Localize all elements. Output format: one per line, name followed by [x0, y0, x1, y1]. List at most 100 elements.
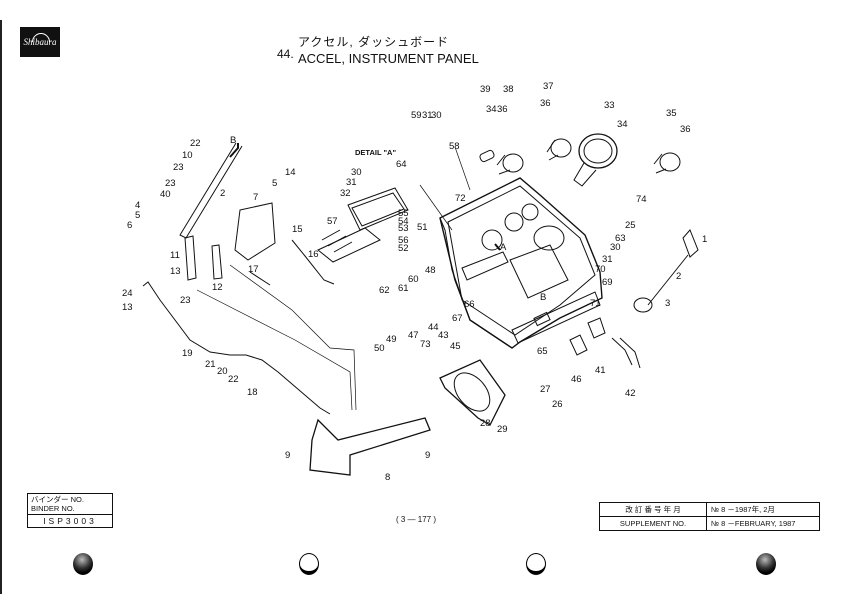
callout-35: 35	[666, 108, 677, 119]
logo-text: Shibaura	[23, 37, 57, 47]
callout-6: 6	[127, 220, 132, 231]
callout-29: 29	[497, 424, 508, 435]
callout-B2: B	[540, 292, 546, 303]
callout-43: 43	[438, 330, 449, 341]
callout-25: 25	[625, 220, 636, 231]
callout-B1: B	[230, 135, 236, 146]
callout-10: 10	[182, 150, 193, 161]
callout-9a: 9	[285, 450, 290, 461]
binder-label-jp: バインダー NO.	[31, 495, 84, 504]
supplement-row-en: SUPPLEMENT NO. № 8 －FEBRUARY, 1987	[599, 516, 820, 531]
binder-hole	[299, 553, 319, 575]
callout-66: 66	[464, 299, 475, 310]
callout-40: 40	[160, 189, 171, 200]
supplement-label-jp: 改 訂 番 号 年 月	[599, 502, 707, 517]
callout-61: 61	[398, 283, 409, 294]
console-28	[439, 359, 506, 426]
gauge-35	[653, 152, 681, 174]
callout-22b: 22	[228, 374, 239, 385]
instrument-panel	[439, 177, 603, 349]
callout-52: 52	[398, 243, 409, 254]
callout-49: 49	[386, 334, 397, 345]
callout-37: 37	[543, 81, 554, 92]
callout-50: 50	[374, 343, 385, 354]
callout-13b: 13	[122, 302, 133, 313]
callout-55: 55	[398, 208, 409, 219]
callout-3: 3	[665, 298, 670, 309]
binder-number: ISP3003	[43, 516, 97, 526]
accel-rod	[142, 281, 331, 415]
callout-34b: 34	[617, 119, 628, 130]
callout-57: 57	[327, 216, 338, 227]
callout-30a: 30	[431, 110, 442, 121]
callout-41: 41	[595, 365, 606, 376]
callout-48: 48	[425, 265, 436, 276]
callout-28: 28	[480, 418, 491, 429]
callout-74: 74	[636, 194, 647, 205]
key-switch-parts	[569, 317, 641, 369]
callout-15: 15	[292, 224, 303, 235]
callout-54: 54	[398, 216, 409, 227]
callout-60: 60	[408, 274, 419, 285]
callout-5a: 5	[135, 210, 140, 221]
supplement-value-jp: № 8 －1987年, 2月	[706, 502, 820, 517]
gauge-tachometer	[573, 133, 618, 187]
callout-36b: 36	[540, 98, 551, 109]
supplement-label-en: SUPPLEMENT NO.	[599, 516, 707, 531]
callout-16: 16	[308, 249, 319, 260]
shibaura-logo: Shibaura	[20, 27, 60, 57]
page-number: ( 3 — 177 )	[396, 515, 437, 524]
callout-18: 18	[247, 387, 258, 398]
callout-31c: 31	[602, 254, 613, 265]
callout-30c: 30	[610, 242, 621, 253]
callout-36a: 36	[497, 104, 508, 115]
callout-53: 53	[398, 223, 409, 234]
callout-64: 64	[396, 159, 407, 170]
supplement-value-en: № 8 －FEBRUARY, 1987	[706, 516, 820, 531]
callout-A: A	[500, 242, 507, 253]
callout-59: 59	[411, 110, 422, 121]
callout-2b: 2	[676, 271, 681, 282]
indicator-39	[479, 149, 495, 163]
binder-label-en: BINDER NO.	[31, 504, 75, 513]
callout-4: 4	[135, 200, 140, 211]
callout-62: 62	[379, 285, 390, 296]
callout-23a: 23	[173, 162, 184, 173]
binder-hole	[526, 553, 546, 575]
callout-67: 67	[452, 313, 463, 324]
callout-14: 14	[285, 167, 296, 178]
callout-13a: 13	[170, 266, 181, 277]
title-english: ACCEL, INSTRUMENT PANEL	[298, 51, 479, 66]
callout-44: 44	[428, 322, 439, 333]
callout-71: 71	[590, 298, 601, 309]
callout-36c: 36	[680, 124, 691, 135]
callout-69: 69	[602, 277, 613, 288]
callout-65: 65	[537, 346, 548, 357]
gauge-38	[496, 153, 524, 175]
callout-46: 46	[571, 374, 582, 385]
callout-51: 51	[417, 222, 428, 233]
callout-70: 70	[595, 264, 606, 275]
binder-hole	[73, 553, 93, 575]
callout-39: 39	[480, 84, 491, 95]
callout-34a: 34	[486, 104, 497, 115]
accel-lever-assembly	[179, 142, 335, 286]
callout-72: 72	[455, 193, 466, 204]
callout-32: 32	[340, 188, 351, 199]
callout-27: 27	[540, 384, 551, 395]
callout-8: 8	[385, 472, 390, 483]
callout-2a: 2	[220, 188, 225, 199]
callout-45: 45	[450, 341, 461, 352]
callout-58: 58	[449, 141, 460, 152]
section-number: 44.	[277, 47, 294, 61]
callout-21: 21	[205, 359, 216, 370]
detail-a-switch	[317, 187, 409, 263]
gauge-37	[546, 138, 572, 161]
callout-17: 17	[248, 264, 259, 275]
shift-lever	[633, 229, 699, 313]
callout-19: 19	[182, 348, 193, 359]
callout-56: 56	[398, 235, 409, 246]
binder-hole	[756, 553, 776, 575]
callout-7: 7	[253, 192, 258, 203]
